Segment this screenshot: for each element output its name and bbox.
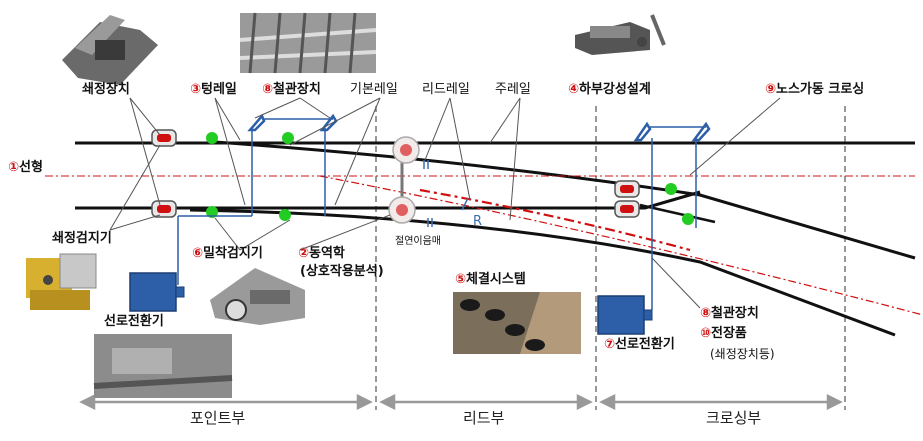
label-electrical: ⑩전장품 (700, 326, 747, 342)
track-photo (239, 12, 377, 74)
num-switch-equip: ⑧ (262, 82, 274, 97)
label-stock-rail: 기본레일 (350, 82, 398, 97)
section-crossing: 크로싱부 (706, 409, 762, 427)
section-arrow-lead (379, 393, 593, 411)
label-dynamics: ②동역학 (298, 246, 345, 262)
label-dynamics-sub: (상호작용분석) (300, 264, 384, 279)
text-electrical: 전장품 (711, 326, 747, 341)
label-point-machine-left: 선로전환기 (104, 314, 164, 329)
num-tongue-rail: ③ (190, 82, 202, 97)
num-fastening: ⑤ (455, 272, 467, 287)
alignment-diverging (319, 175, 923, 316)
text-tongue-rail: 텅레일 (201, 82, 237, 97)
num-contact-detector: ⑥ (192, 246, 204, 261)
section-arrow-point (79, 393, 373, 411)
lock-device-top (151, 129, 177, 147)
text-nose: 노스가동 크로싱 (776, 82, 865, 97)
contact-dot (682, 213, 694, 225)
label-substructure: ④하부강성설계 (568, 82, 651, 98)
contact-dot (206, 132, 218, 144)
lock-detector-photo (26, 253, 97, 310)
num-electrical: ⑩ (700, 326, 712, 341)
contact-dot (282, 132, 294, 144)
num-nose: ⑨ (765, 82, 777, 97)
wheel-bottom (388, 196, 416, 224)
label-point-machine-right: ⑦선로전환기 (604, 337, 675, 353)
substructure-photo (575, 14, 666, 55)
diverging-rail-bottom (189, 208, 896, 337)
label-main-rail: 주레일 (495, 82, 531, 97)
text-fastening: 체결시스템 (466, 272, 526, 287)
label-lead-rail: 리드레일 (422, 82, 470, 97)
text-alignment: 선형 (19, 160, 43, 175)
contact-dot (665, 183, 677, 195)
label-lock-detector: 쇄정검지기 (52, 231, 112, 246)
text-contact-detector: 밀착검지기 (203, 246, 263, 261)
alignment-diverging-bold (419, 188, 691, 252)
contact-dot (279, 209, 291, 221)
label-electrical-sub: (쇄정장치등) (710, 347, 775, 361)
section-arrow-crossing (599, 393, 843, 411)
crossing-lock-top (614, 180, 640, 198)
section-point: 포인트부 (190, 409, 246, 427)
label-nose-crossing: ⑨노스가동 크로싱 (765, 82, 864, 98)
contact-dot (206, 206, 218, 218)
label-tongue-rail: ③텅레일 (190, 82, 237, 98)
lock-device-photo (62, 15, 158, 85)
point-machine-right (597, 295, 653, 335)
label-contact-detector: ⑥밀착검지기 (192, 246, 263, 262)
text-switch-equip: 철관장치 (273, 82, 321, 97)
num-point-machine-right: ⑦ (604, 337, 616, 352)
label-switch-equip-2: ⑧철관장치 (700, 306, 759, 322)
text-substructure: 하부강성설계 (579, 82, 651, 97)
label-alignment: ①선형 (8, 160, 43, 176)
text-switch-equip-2: 철관장치 (711, 306, 759, 321)
rod-cranks-crossing (633, 121, 711, 142)
label-fastening: ⑤체결시스템 (455, 272, 526, 288)
crossing-lock-bottom (614, 200, 640, 218)
text-point-machine-right: 선로전환기 (615, 337, 675, 352)
label-lock-device: 쇄정장치 (82, 82, 130, 97)
point-machine-left (129, 272, 185, 312)
diverging-rail-top (214, 140, 916, 260)
main-rail-bottom (75, 190, 701, 210)
num-substructure: ④ (568, 82, 580, 97)
contact-detector-photo (210, 268, 305, 325)
point-machine-photo (93, 334, 233, 398)
num-alignment: ① (8, 160, 20, 175)
text-dynamics: 동역학 (309, 246, 345, 261)
label-insulated-joint: 절연이음매 (395, 236, 441, 247)
wheel-top (392, 136, 420, 164)
label-radius: R (473, 214, 483, 229)
num-dynamics: ② (298, 246, 310, 261)
num-switch-equip-2: ⑧ (700, 306, 712, 321)
lock-device-bottom (151, 200, 177, 218)
fastening-photo (453, 292, 581, 354)
label-switch-equip: ⑧철관장치 (262, 82, 321, 98)
section-lead: 리드부 (463, 409, 505, 427)
